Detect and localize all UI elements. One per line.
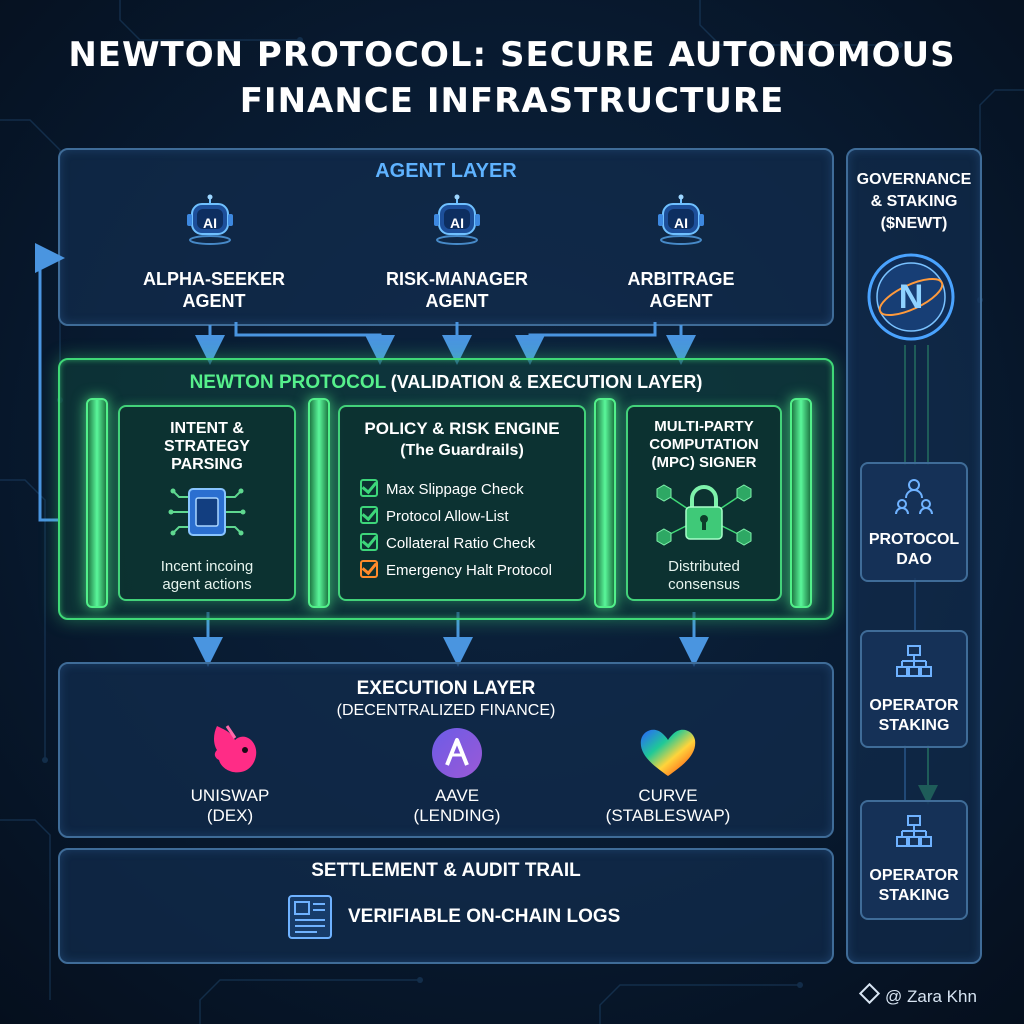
agent-name-line-1: ARBITRAGE [627,269,735,289]
validation-layer-heading: NEWTON PROTOCOL (VALIDATION & EXECUTION … [60,372,832,394]
mpc-title-line: (MPC) SIGNER [651,454,757,471]
governance-box-operator-staking: OPERATOR STAKING [860,630,968,748]
glow-bar-decoration [790,398,812,608]
policy-check-item: Protocol Allow-List [360,506,509,525]
watermark: @ Zara Khn [858,982,977,1007]
uniswap-unicorn-icon [214,725,257,773]
intent-title-line: INTENT & [170,420,244,437]
lock-icon [656,484,752,546]
intent-title-line: STRATEGY [164,438,250,455]
governance-box-protocol-dao: PROTOCOL DAO [860,462,968,582]
glow-bar-decoration [594,398,616,608]
execution-layer-heading: EXECUTION LAYER [356,678,536,699]
ledger-document-icon [288,895,332,939]
agent-name-line-1: ALPHA-SEEKER [142,269,285,289]
policy-check-label: Emergency Halt Protocol [386,562,552,579]
policy-check-label: Collateral Ratio Check [386,535,536,552]
agent-layer-heading: AGENT LAYER [375,160,517,182]
glow-bar-decoration [86,398,108,608]
agent-badge: AI [674,215,688,231]
checkbox-checked-icon [360,533,378,551]
curve-icon [640,729,696,776]
policy-check-item: Max Slippage Check [360,479,524,498]
mpc-title-line: MULTI-PARTY [654,418,754,435]
mpc-caption-line: Distributed [668,558,740,575]
hierarchy-icon [896,815,932,847]
governance-box-operator-staking: OPERATOR STAKING [860,800,968,920]
page-title-line-1: NEWTON PROTOCOL: SECURE AUTONOMOUS [68,35,956,75]
agent-name-line-2: AGENT [425,291,489,311]
settlement-item: VERIFIABLE ON-CHAIN LOGS [348,906,621,927]
robot-ai-icon [658,194,704,245]
policy-check-item: Emergency Halt Protocol [360,560,552,579]
mpc-signer-box: MULTI-PARTY COMPUTATION (MPC) SIGNER Dis… [626,405,782,601]
governance-box-line: DAO [896,551,932,568]
page-title-line-2: FINANCE INFRASTRUCTURE [239,81,785,121]
governance-box-line: STAKING [878,717,950,734]
protocol-name: UNISWAP [190,786,270,805]
governance-box-line: PROTOCOL [868,531,960,548]
dao-people-icon [895,479,933,515]
checkbox-checked-icon [360,479,378,497]
protocol-name: AAVE [434,786,480,805]
chip-icon [168,488,246,536]
newt-token-icon [867,253,955,341]
mpc-caption-line: consensus [668,576,740,593]
agent-name-line-1: RISK-MANAGER [386,269,528,289]
protocol-name: CURVE [638,786,698,805]
policy-check-item: Collateral Ratio Check [360,533,535,552]
newt-token-letter: N [898,278,924,316]
governance-box-line: STAKING [878,887,950,904]
validation-heading-paren: (VALIDATION & EXECUTION LAYER) [390,372,703,392]
mpc-title-line: COMPUTATION [649,436,759,453]
agent-badge: AI [450,215,464,231]
intent-title-line: PARSING [171,456,243,473]
hierarchy-icon [896,645,932,677]
settlement-heading: SETTLEMENT & AUDIT TRAIL [311,860,581,881]
governance-heading-line: GOVERNANCE [856,171,972,188]
governance-box-line: OPERATOR [869,697,959,714]
robot-ai-icon [187,194,233,245]
execution-layer-subheading: (DECENTRALIZED FINANCE) [336,702,556,719]
diamond-logo-icon [858,982,881,1005]
settlement-panel: SETTLEMENT & AUDIT TRAIL [58,848,834,964]
intent-caption-line: Incent incoing [160,558,254,575]
policy-check-label: Max Slippage Check [386,481,524,498]
policy-title-line: (The Guardrails) [400,442,524,459]
agent-name-line-2: AGENT [649,291,713,311]
protocol-subtitle: (LENDING) [413,806,501,825]
policy-check-label: Protocol Allow-List [386,508,509,525]
aave-icon [432,728,482,778]
checkbox-warning-icon [360,560,378,578]
validation-heading-main: NEWTON PROTOCOL [189,372,387,393]
protocol-subtitle: (DEX) [206,806,254,825]
agent-name-line-2: AGENT [182,291,246,311]
intent-parsing-box: INTENT & STRATEGY PARSING Incent incoing… [118,405,296,601]
watermark-text: @ Zara Khn [885,987,977,1006]
agent-badge: AI [203,215,217,231]
checkbox-checked-icon [360,506,378,524]
governance-heading-line: ($NEWT) [880,215,948,232]
protocol-subtitle: (STABLESWAP) [605,806,731,825]
intent-caption-line: agent actions [162,576,252,593]
glow-bar-decoration [308,398,330,608]
policy-title-line: POLICY & RISK ENGINE [364,419,560,438]
policy-risk-engine-box: POLICY & RISK ENGINE (The Guardrails) Ma… [338,405,586,601]
robot-ai-icon [434,194,480,245]
governance-box-line: OPERATOR [869,867,959,884]
governance-heading-line: & STAKING [870,193,958,210]
